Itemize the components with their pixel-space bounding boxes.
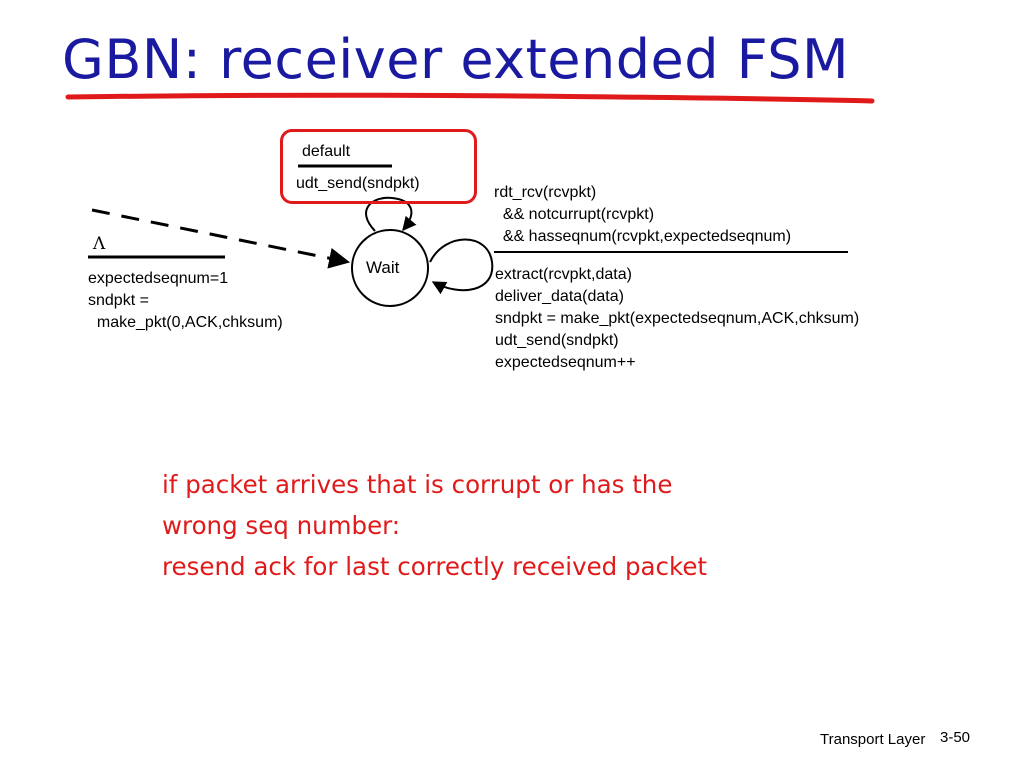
default-transition-highlight <box>280 129 477 204</box>
page-number: 3-50 <box>940 729 971 746</box>
red-note-text: if packet arrives that is corrupt or has… <box>162 470 708 581</box>
initial-transition-arrow <box>91 208 351 269</box>
wait-state-circle <box>351 229 429 307</box>
slide-title: GBN: receiver extended FSM <box>62 28 850 91</box>
wait-state-label: Wait <box>366 258 400 277</box>
title-underline <box>65 92 875 104</box>
footer-label: Transport Layer <box>820 731 926 748</box>
default-event-label: default <box>302 143 351 160</box>
lambda-event-label: Λ <box>93 234 106 254</box>
receive-actions-label: extract(rcvpkt,data) deliver_data(data) … <box>495 266 860 371</box>
default-action-label: udt_send(sndpkt) <box>296 175 420 192</box>
default-self-loop-arrow <box>365 196 417 232</box>
receive-self-loop-arrow <box>429 238 494 295</box>
initial-actions-label: expectedseqnum=1 sndpkt = make_pkt(0,ACK… <box>88 270 283 331</box>
receive-condition-label: rdt_rcv(rcvpkt) && notcurrupt(rcvpkt) &&… <box>494 184 792 245</box>
